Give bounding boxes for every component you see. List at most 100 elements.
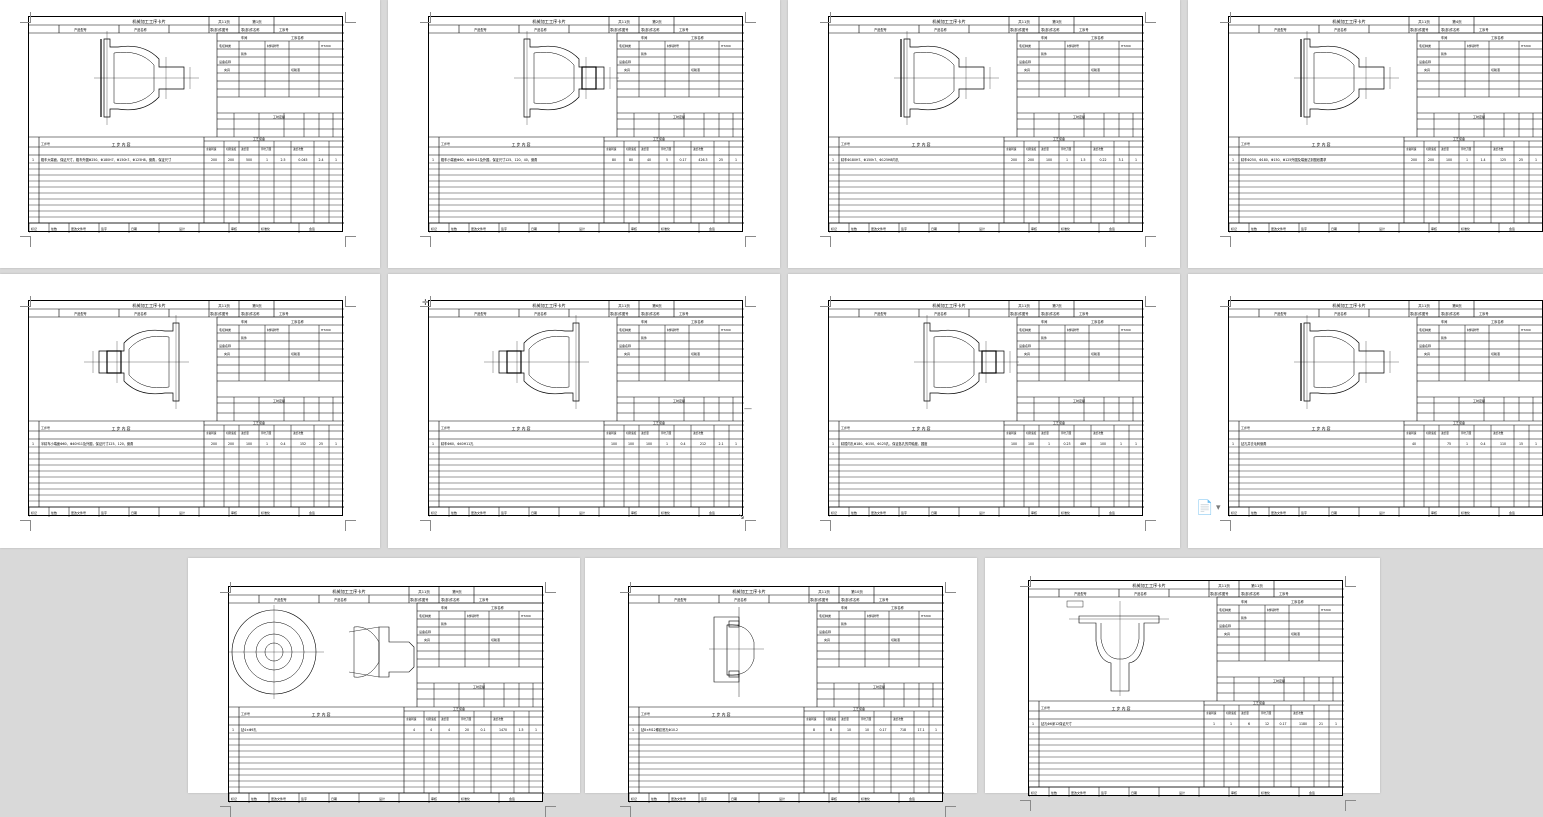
material-label: 材料牌号 xyxy=(1067,327,1079,332)
sheet-total: 共11页 xyxy=(818,589,830,594)
step-no-label: 工步号 xyxy=(1241,141,1250,146)
fixture-label: 夹具 xyxy=(624,351,630,356)
product-name-label: 产品名称 xyxy=(1134,591,1148,596)
process-no-label: 工序号 xyxy=(1079,311,1089,316)
step-value: 100 xyxy=(611,442,617,446)
feed-label: 进给量 xyxy=(1041,431,1049,435)
step-number: 1 xyxy=(632,728,634,732)
cutting-speed-label: 切削速度 xyxy=(626,147,637,151)
part-name-label: 零(部)件名称 xyxy=(641,311,660,316)
step-content: 钻4×Φ9孔 xyxy=(241,727,257,732)
workshop-label: 车间 xyxy=(841,605,847,610)
document-page-thumbnail[interactable]: 机械加工工序卡片共11页第10页产品型号产品名称零(部)件图号零(部)件名称工序… xyxy=(585,558,977,817)
step-content-header: 工 步 内 容 xyxy=(1112,706,1131,711)
process-name-label: 工序名称 xyxy=(1091,319,1105,324)
depth-label: 背吃刀量 xyxy=(1261,711,1272,715)
process-card: 机械加工工序卡片共11页第7页产品型号产品名称零(部)件图号零(部)件名称工序号… xyxy=(828,300,1144,517)
product-name-label: 产品名称 xyxy=(134,311,148,316)
process-equipment-label: 工艺装备 xyxy=(1453,136,1465,141)
coolant-label: 切削液 xyxy=(691,67,700,72)
step-number: 1 xyxy=(432,158,434,162)
cutting-speed-label: 切削速度 xyxy=(226,147,237,151)
workshop-label: 车间 xyxy=(1441,319,1447,324)
product-name-label: 产品名称 xyxy=(334,597,348,602)
step-content-header: 工 步 内 容 xyxy=(912,142,931,147)
blank-type-label: 毛坯种类 xyxy=(1419,43,1431,48)
blank-type-label: 毛坯种类 xyxy=(1219,607,1231,612)
mark-label: 标记 xyxy=(431,226,437,231)
passes-label: 进给次数 xyxy=(1493,431,1504,435)
product-name-label: 产品名称 xyxy=(534,311,548,316)
step-content-header: 工 步 内 容 xyxy=(712,712,731,717)
date-label: 日期 xyxy=(1331,510,1337,515)
document-page-thumbnail[interactable]: 机械加工工序卡片共11页第1页产品型号产品名称零(部)件图号零(部)件名称工序号… xyxy=(0,0,380,268)
step-content: 精车Φ250、Φ180、Φ150、Φ125外圆及端面达到图纸要求 xyxy=(1241,157,1327,162)
blank-value: 铸件 xyxy=(1441,51,1447,56)
design-label: 设计 xyxy=(1379,510,1385,515)
sheet-total: 共11页 xyxy=(1018,303,1030,308)
time-quota-label: 工时定额 xyxy=(273,114,285,119)
page-number: 第6页 xyxy=(652,303,662,308)
document-page-thumbnail[interactable]: 机械加工工序卡片共11页第9页产品型号产品名称零(部)件图号零(部)件名称工序号… xyxy=(188,558,580,817)
step-value: 15 xyxy=(1519,442,1523,446)
process-card-table: 机械加工工序卡片共11页第7页产品型号产品名称零(部)件图号零(部)件名称工序号… xyxy=(829,301,1144,517)
process-card-table: 机械加工工序卡片共11页第11页产品型号产品名称零(部)件图号零(部)件名称工序… xyxy=(1029,581,1344,797)
step-value: 8 xyxy=(813,728,815,732)
process-name-label: 工序名称 xyxy=(491,605,505,610)
crop-mark xyxy=(1145,236,1156,247)
step-content: 精车Φ180H7、Φ150h7、Φ125H8内孔 xyxy=(841,157,900,162)
change-doc-label: 更改文件号 xyxy=(671,796,686,801)
blank-value: 铸件 xyxy=(441,621,447,626)
spindle-speed-label: 主轴转速 xyxy=(406,717,417,721)
approve-label: 会签 xyxy=(1109,226,1115,231)
mark-label: 标记 xyxy=(831,510,837,515)
document-page-thumbnail[interactable]: 机械加工工序卡片共11页第3页产品型号产品名称零(部)件图号零(部)件名称工序号… xyxy=(788,0,1180,268)
standardize-label: 标准化 xyxy=(261,226,270,231)
process-name-label: 工序名称 xyxy=(691,35,705,40)
document-page-thumbnail[interactable]: 机械加工工序卡片共11页第8页产品型号产品名称零(部)件图号零(部)件名称工序号… xyxy=(1188,274,1543,548)
approve-label: 会签 xyxy=(1109,510,1115,515)
part-name-label: 零(部)件名称 xyxy=(1041,311,1060,316)
document-page-thumbnail[interactable]: 机械加工工序卡片共11页第4页产品型号产品名称零(部)件图号零(部)件名称工序号… xyxy=(1188,0,1543,268)
card-title: 机械加工工序卡片 xyxy=(1332,18,1366,25)
document-page-thumbnail[interactable]: 机械加工工序卡片共11页第2页产品型号产品名称零(部)件图号零(部)件名称工序号… xyxy=(388,0,780,268)
process-equipment-label: 工艺装备 xyxy=(653,420,665,425)
document-page-thumbnail[interactable]: 机械加工工序卡片共11页第11页产品型号产品名称零(部)件图号零(部)件名称工序… xyxy=(985,558,1380,811)
sheet-total: 共11页 xyxy=(1418,303,1430,308)
step-value: 0.045 xyxy=(298,158,307,162)
change-doc-label: 更改文件号 xyxy=(471,226,486,231)
document-page-thumbnail[interactable]: 机械加工工序卡片共11页第5页产品型号产品名称零(部)件图号零(部)件名称工序号… xyxy=(0,274,380,548)
sheet-total: 共11页 xyxy=(218,303,230,308)
mark-label: 标记 xyxy=(631,796,637,801)
feed-label: 进给量 xyxy=(441,717,449,721)
mark-label: 标记 xyxy=(1231,226,1237,231)
blank-type-label: 毛坯种类 xyxy=(619,43,631,48)
crop-mark xyxy=(1145,12,1156,23)
crop-mark xyxy=(820,520,831,531)
spindle-speed-label: 主轴转速 xyxy=(1406,431,1417,435)
step-value: 0.4 xyxy=(680,442,685,446)
step-value: 212 xyxy=(700,442,706,446)
page-number: 第1页 xyxy=(252,19,262,24)
material-label: 材料牌号 xyxy=(1467,43,1479,48)
cutting-speed-label: 切削速度 xyxy=(426,717,437,721)
document-icon[interactable]: 📄 xyxy=(1196,500,1214,516)
product-model-label: 产品型号 xyxy=(1274,27,1287,32)
material-value: HT200 xyxy=(521,614,531,618)
design-label: 设计 xyxy=(979,510,985,515)
chevron-down-icon[interactable]: ▾ xyxy=(1216,503,1221,513)
process-equipment-label: 工艺装备 xyxy=(853,706,865,711)
material-value: HT200 xyxy=(321,328,331,332)
review-label: 审核 xyxy=(431,796,437,801)
passes-label: 进给次数 xyxy=(1093,431,1104,435)
step-value: 1 xyxy=(1135,442,1137,446)
part-drawing-no-label: 零(部)件图号 xyxy=(210,27,228,32)
material-value: HT200 xyxy=(1521,328,1531,332)
document-page-thumbnail[interactable]: 机械加工工序卡片共11页第7页产品型号产品名称零(部)件图号零(部)件名称工序号… xyxy=(788,274,1180,548)
step-content-header: 工 步 内 容 xyxy=(1312,426,1331,431)
crop-mark xyxy=(420,296,431,307)
document-page-thumbnail[interactable]: 机械加工工序卡片共11页第6页产品型号产品名称零(部)件图号零(部)件名称工序号… xyxy=(388,274,780,548)
blank-type-label: 毛坯种类 xyxy=(419,613,431,618)
card-title: 机械加工工序卡片 xyxy=(932,302,966,309)
